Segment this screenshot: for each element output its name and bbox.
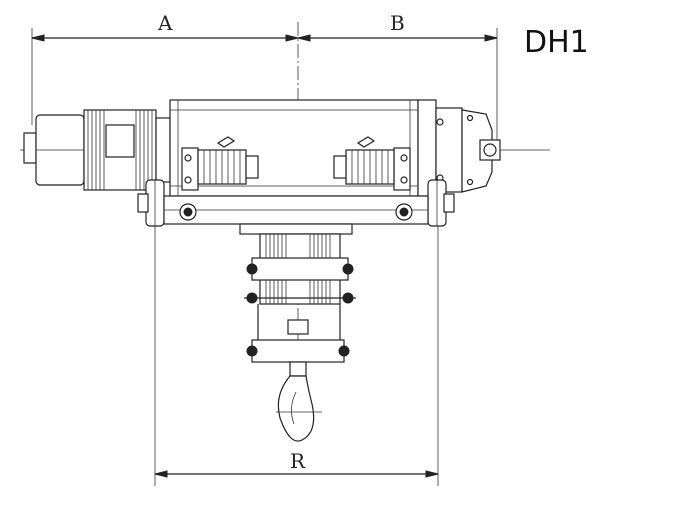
model-label: DH1 [524,25,589,60]
dimension-r-label: R [290,449,306,473]
gearbox [417,99,501,197]
terminal-box [105,124,135,158]
dimension-r: R [154,226,439,486]
crane-hook [246,304,350,442]
dimension-a: A [31,11,299,125]
trolley-frame [163,195,429,225]
drive-motor [23,109,171,191]
trolley-motor-left [181,136,259,191]
pulley-block [244,233,356,305]
hook-mount [239,223,353,235]
right-wheel [427,179,455,227]
trolley-motor-right [333,136,411,191]
dimension-b-label: B [390,11,405,35]
dimension-b: B [297,11,498,140]
dimension-a-label: A [157,11,173,35]
